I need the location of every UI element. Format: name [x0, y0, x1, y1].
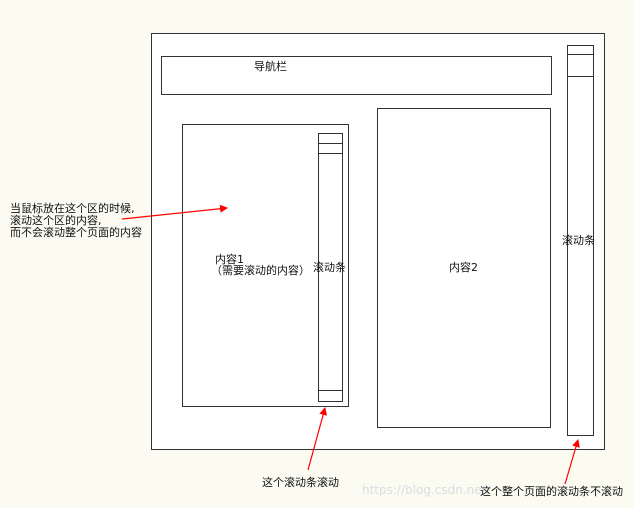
inner-scrollbar-bottom-divider — [318, 390, 343, 391]
content1-label: 内容1 — [215, 253, 244, 266]
outer-scrollbar — [567, 45, 594, 436]
outer-scrollbar-label: 滚动条 — [562, 234, 595, 247]
inner-scrollbar — [318, 133, 343, 402]
annotation-left: 当鼠标放在这个区的时候, 滚动这个区的内容, 而不会滚动整个页面的内容 — [10, 203, 142, 239]
navbar-box — [161, 56, 552, 95]
arrow-to-outer-scrollbar — [564, 439, 580, 485]
inner-thumb-divider — [318, 143, 343, 144]
arrow-to-content1 — [121, 204, 228, 220]
annotation-left-line2: 滚动这个区的内容, — [10, 214, 102, 227]
inner-scrollbar-label: 滚动条 — [313, 261, 346, 274]
arrow-to-inner-scrollbar — [307, 407, 328, 471]
content2-label: 内容2 — [449, 261, 478, 274]
content1-sublabel: （需要滚动的内容） — [211, 264, 310, 277]
annotation-inner-scroll: 这个滚动条滚动 — [262, 476, 339, 489]
watermark: https://blog.csdn.net/ — [362, 483, 491, 497]
content2-box — [377, 108, 551, 428]
annotation-outer-scroll: 这个整个页面的滚动条不滚动 — [480, 485, 623, 498]
navbar-label: 导航栏 — [254, 60, 287, 73]
annotation-left-line3: 而不会滚动整个页面的内容 — [10, 226, 142, 239]
outer-scrollbar-thumb — [567, 54, 594, 77]
annotation-left-line1: 当鼠标放在这个区的时候, — [10, 202, 135, 215]
